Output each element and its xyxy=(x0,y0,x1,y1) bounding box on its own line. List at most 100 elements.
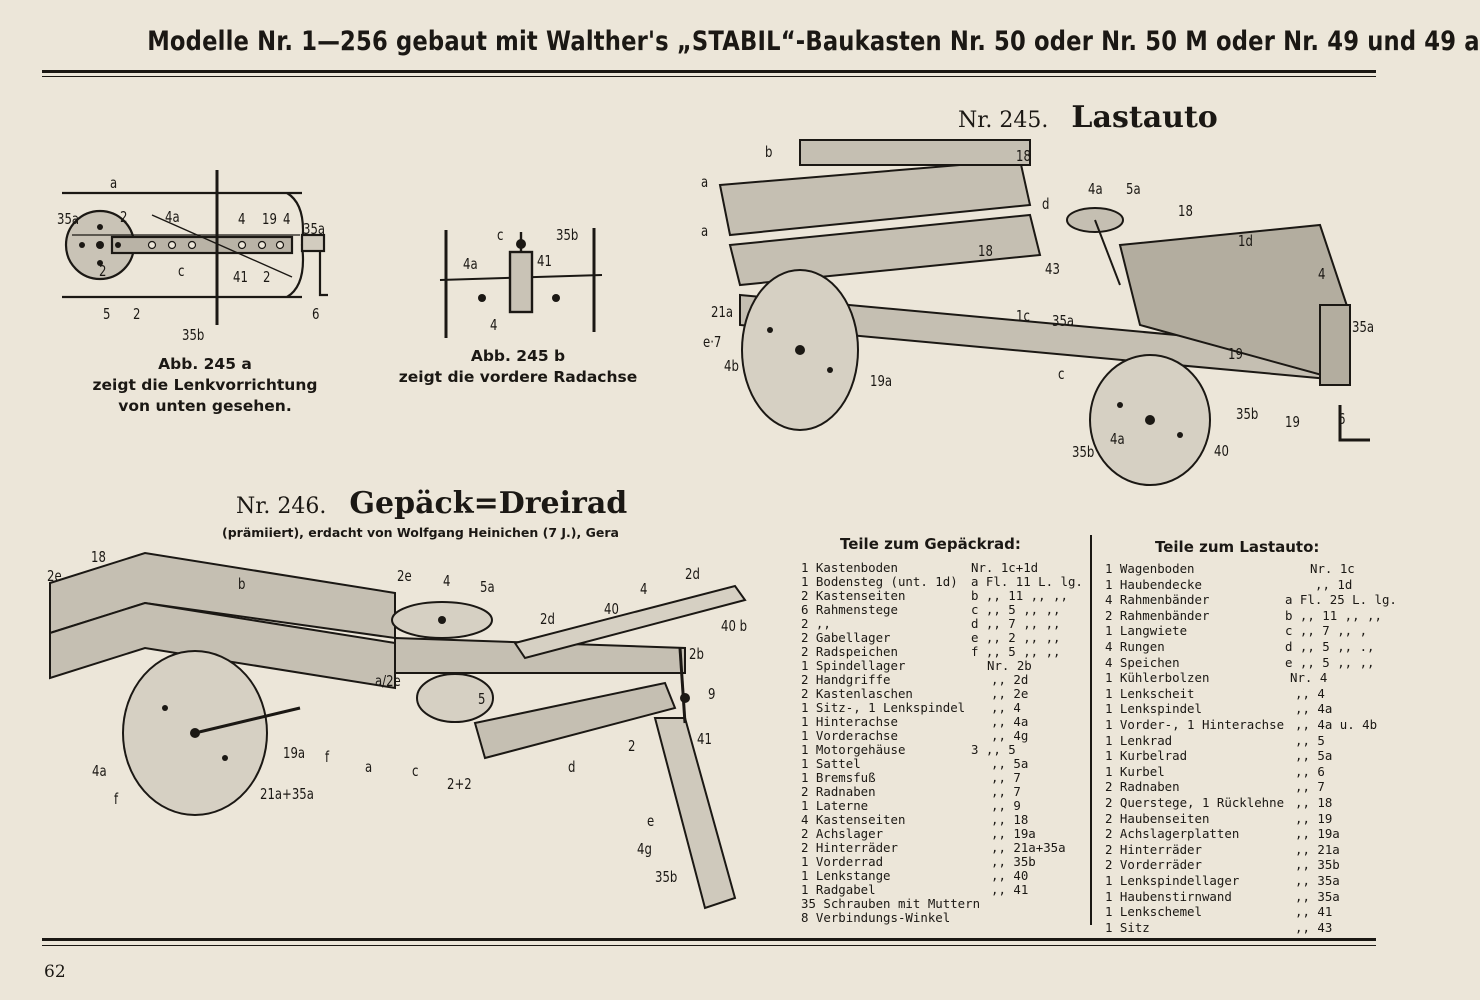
part-description: 1 Radgabel xyxy=(801,882,876,897)
part-reference: ,, 41 xyxy=(1295,904,1333,920)
part-description: 4 Speichen xyxy=(1105,654,1180,670)
part-reference: ,, 18 xyxy=(991,812,1029,827)
callout-label: 2d xyxy=(685,565,700,583)
dreirad-frame xyxy=(394,636,686,674)
part-description: 1 Kurbel xyxy=(1105,763,1165,779)
callout-label: 35a xyxy=(303,220,326,238)
callout-label: b xyxy=(765,143,773,161)
callout-label: 6 xyxy=(312,305,320,323)
callout-label: 35b xyxy=(556,226,579,244)
callout-label: 35b xyxy=(182,326,205,344)
header-rule-thin xyxy=(42,76,1376,77)
lastauto-side-rail-top xyxy=(718,158,1032,237)
part-reference: ,, 21a xyxy=(1295,841,1340,857)
dreirad-handlebar xyxy=(513,584,747,660)
callout-label: 6 xyxy=(1338,410,1346,428)
callout-label: e xyxy=(647,812,655,830)
dreirad-rear-axle xyxy=(194,706,301,735)
model-246-heading: Nr. 246. Gepäck=Dreirad xyxy=(236,486,627,521)
callout-label: 2d xyxy=(540,610,555,628)
part-description: 1 Spindellager xyxy=(801,658,906,673)
part-reference: ,, 19 xyxy=(1295,810,1333,826)
callout-label: b xyxy=(238,575,246,593)
callout-label: 35b xyxy=(1236,405,1259,423)
part-reference: ,, 5a xyxy=(1295,748,1333,764)
callout-label: 4b xyxy=(724,357,739,375)
footer-rule xyxy=(42,938,1376,941)
part-reference: Nr. 1c xyxy=(1310,561,1355,576)
callout-label: 2e xyxy=(397,567,412,585)
part-description: 4 Rahmenbänder xyxy=(1105,592,1210,608)
part-reference: ,, 35a xyxy=(1295,873,1340,888)
callout-label: 21a xyxy=(711,303,734,321)
part-description: 1 Hinterachse xyxy=(801,714,898,729)
callout-label: c xyxy=(1058,365,1065,383)
model-245-drawing xyxy=(700,135,1385,486)
callout-label: 4a xyxy=(92,762,107,780)
part-reference: e ,, 2 ,, ,, xyxy=(971,630,1061,645)
parts-column-divider xyxy=(1090,535,1092,925)
part-reference: Nr. 1c+1d xyxy=(971,560,1039,575)
model-245-svg xyxy=(718,139,1370,486)
part-description: 4 Rungen xyxy=(1105,639,1165,654)
part-description: 1 Bodensteg (unt. 1d) xyxy=(801,574,958,589)
part-reference: c ,, 5 ,, ,, xyxy=(971,602,1061,617)
part-reference: ,, 2e xyxy=(991,686,1029,701)
part-description: 1 Bremsfuß xyxy=(801,770,876,785)
part-reference: ,, 21a+35a xyxy=(991,840,1066,855)
callout-label: 4 xyxy=(283,210,291,228)
part-description: 1 Vorderrad xyxy=(801,854,884,869)
callout-label: 5 xyxy=(103,305,111,323)
callout-label: 2b xyxy=(689,645,704,663)
part-reference: ,, 4g xyxy=(991,728,1029,743)
model-246-drawing xyxy=(45,548,770,918)
callout-label: 35a xyxy=(1352,318,1375,336)
part-reference: ,, 7 xyxy=(991,770,1021,785)
part-reference: ,, 4 xyxy=(991,700,1021,715)
callout-label: 2 xyxy=(133,305,141,323)
part-description: 2 Radnaben xyxy=(1105,779,1180,795)
callout-label: 19 xyxy=(262,210,277,228)
callout-label: 41 xyxy=(697,730,712,748)
callout-label: 1d xyxy=(1238,232,1253,250)
part-reference: ,, 19a xyxy=(991,826,1036,841)
part-description: 1 Lenkscheit xyxy=(1105,685,1195,701)
part-reference: ,, 7 xyxy=(991,784,1021,799)
lastauto-side-rail-low xyxy=(728,213,1042,287)
part-reference: ,, 4a u. 4b xyxy=(1295,717,1378,732)
part-reference: ,, 1d xyxy=(1315,576,1353,592)
fig245b-bracket xyxy=(508,250,534,314)
callout-label: 21a+35a xyxy=(260,785,314,803)
callout-label: 35b xyxy=(1072,443,1095,461)
part-reference: ,, 4 xyxy=(1295,685,1325,701)
callout-label: 41 xyxy=(537,252,552,270)
part-description: 1 Sattel xyxy=(801,756,861,771)
figure-245b-caption: Abb. 245 b zeigt die vordere Radachse xyxy=(390,346,646,388)
callout-label: d xyxy=(568,758,576,776)
part-reference: f ,, 5 ,, ,, xyxy=(971,644,1061,659)
caption-line: zeigt die Lenkvorrichtung xyxy=(92,376,318,394)
part-description: 2 Handgriffe xyxy=(801,672,891,687)
part-reference: ,, 43 xyxy=(1295,919,1333,935)
part-description: 1 Kurbelrad xyxy=(1105,748,1188,764)
callout-label: 40 xyxy=(604,600,619,618)
part-description: 2 Haubenseiten xyxy=(1105,810,1210,826)
part-reference: 3 ,, 5 xyxy=(971,742,1016,757)
callout-label: a xyxy=(701,173,709,191)
dreirad-motor-spring xyxy=(416,673,494,723)
part-reference: b ,, 11 ,, ,, xyxy=(1285,607,1382,623)
part-description: 2 Achslagerplatten xyxy=(1105,826,1240,842)
callout-label: 2 xyxy=(99,262,107,280)
callout-label: 4a xyxy=(1088,180,1103,198)
callout-label: a xyxy=(701,222,709,240)
callout-label: d xyxy=(1042,195,1050,213)
part-reference: ,, 35b xyxy=(1295,857,1340,873)
model-245-heading: Nr. 245. Lastauto xyxy=(958,100,1218,135)
lastauto-crank xyxy=(1338,405,1370,442)
lastauto-steering-column xyxy=(1094,219,1121,286)
part-reference: ,, 35b xyxy=(991,854,1036,869)
part-description: 2 ,, xyxy=(801,616,831,631)
part-description: 35 Schrauben mit Muttern xyxy=(801,896,981,911)
part-reference: ,, 35a xyxy=(1295,888,1340,904)
part-reference: c ,, 7 ,, , xyxy=(1285,623,1368,639)
